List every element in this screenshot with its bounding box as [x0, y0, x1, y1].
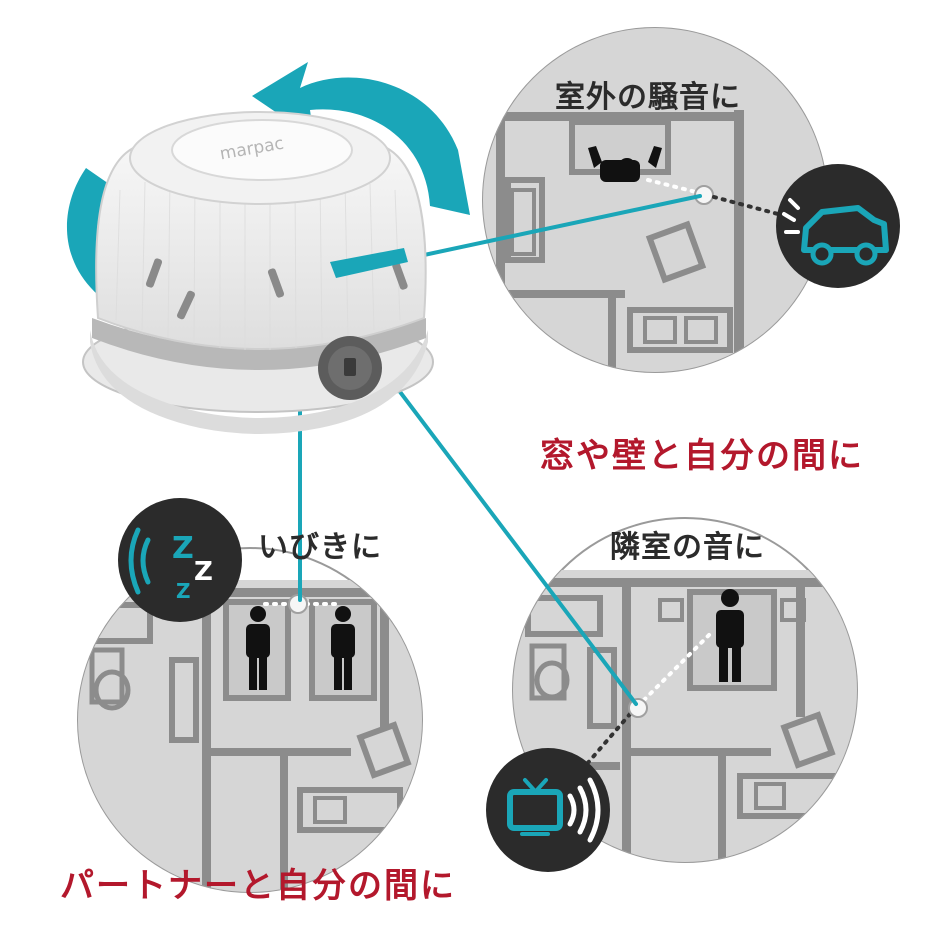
floorplan-outdoor — [483, 28, 827, 372]
person-icon — [246, 606, 270, 690]
tv-icon — [486, 748, 610, 872]
snore-zzz-icon: Z Z Z — [118, 498, 242, 622]
floorplan-snore-circle — [77, 547, 423, 893]
floorplan-bedroom — [78, 580, 422, 892]
person-icon — [716, 589, 744, 682]
caption-partner: パートナーと自分の間に — [60, 866, 456, 906]
rotation-arrow-front — [330, 248, 408, 278]
caption-outdoor-noise: 室外の騒音に — [555, 80, 741, 115]
svg-text:Z: Z — [176, 579, 191, 603]
caption-window-wall: 窓や壁と自分の間に — [540, 436, 864, 476]
caption-snoring: いびきに — [258, 530, 382, 565]
car-icon — [776, 164, 900, 288]
connector-lines — [298, 194, 702, 706]
person-icon — [331, 606, 355, 690]
person-icon — [588, 146, 662, 182]
svg-text:Z: Z — [172, 531, 194, 566]
svg-text:Z: Z — [194, 557, 213, 587]
caption-neighbor-noise: 隣室の音に — [610, 530, 765, 565]
power-knob — [318, 336, 382, 400]
floorplan-outdoor-circle — [482, 27, 828, 373]
sound-machine: marpac — [82, 111, 434, 434]
